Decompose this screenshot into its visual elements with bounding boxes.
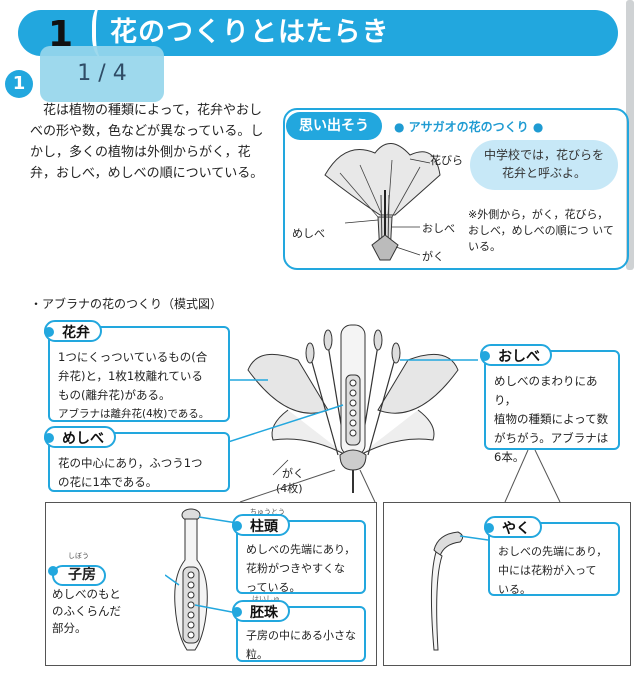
label-petal: 花びら [430, 154, 463, 167]
petal-line-2: 弁花)と，1枚1枚離れている [58, 369, 203, 383]
ovary-line-2: のふくらんだ [52, 604, 121, 618]
ovary-line-3: 部分。 [52, 621, 87, 635]
callout-stamen: めしべのまわりにあり， 植物の種類によって数 がちがう。アブラナは 6本。 [484, 350, 620, 464]
stamen-line-3: がちがう。アブラナは [494, 431, 609, 445]
stigma-line-3: っている。 [246, 581, 301, 594]
bubble-line-2: 花弁と呼ぶよ。 [501, 166, 586, 180]
tag-pistil: めしべ [44, 426, 116, 448]
tag-anther: やく [484, 516, 542, 538]
tag-pistil-dot [44, 433, 54, 443]
petal-line-3: もの(離弁花)がある。 [58, 388, 171, 402]
stigma-line-1: めしべの先端にあり， [246, 543, 356, 556]
label-pistil: めしべ [292, 227, 325, 240]
diagram-caption: ・アブラナの花のつくり（模式図） [30, 297, 223, 311]
stigma-line-2: 花粉がつきやすくな [246, 562, 345, 575]
ovary-line-1: めしべのもと [52, 587, 121, 601]
recall-speech-bubble: 中学校では，花びらを 花弁と呼ぶよ。 [470, 140, 618, 190]
intro-paragraph: 花は植物の種類によって，花弁やおしべの形や数，色などが異なっている。しかし，多く… [30, 103, 264, 181]
page-indicator: 1 / 4 [40, 46, 164, 102]
recall-box [283, 108, 629, 270]
stigma-ruby: ちゅうとう [250, 508, 285, 516]
ovule-line-2: 粒。 [246, 648, 268, 661]
recall-badge: 思い出そう [286, 112, 382, 140]
label-sepal: がく [422, 250, 444, 263]
anther-line-3: いる。 [498, 583, 531, 596]
stamen-line-4: 6本。 [494, 450, 525, 464]
morning-glory-illustration [324, 143, 441, 261]
tag-stigma: 柱頭 [232, 514, 290, 536]
pistil-detail-illustration [165, 508, 238, 651]
stamen-line-1: めしべのまわりにあり， [494, 374, 598, 407]
anther-line-1: おしべの先端にあり， [498, 545, 608, 558]
anther-line-2: 中には花粉が入って [498, 564, 597, 577]
petal-line-1: 1つにくっついているもの(合 [58, 350, 208, 364]
sepal-count: (4枚) [276, 482, 303, 495]
bubble-line-1: 中学校では，花びらを [483, 148, 604, 162]
ovule-line-1: 子房の中にある小さな [246, 629, 356, 642]
recall-note: ※外側から，がく，花びら，おしべ，めしべの順につ いている。 [468, 208, 614, 253]
petal-line-4: アブラナは離弁花(4枚)である。 [58, 408, 210, 420]
pistil-line-2: の花に1本である。 [58, 475, 158, 489]
pistil-line-1: 花の中心にあり，ふつう1つ [58, 456, 203, 470]
tag-stamen-dot [480, 351, 490, 361]
label-stamen: おしべ [422, 222, 455, 235]
stamen-detail-illustration [430, 531, 489, 651]
scrollbar[interactable] [626, 0, 634, 270]
section-number: 1 [5, 70, 33, 98]
rapeseed-flower-illustration [228, 324, 478, 493]
tag-anther-dot [484, 523, 494, 533]
callout-petal: 1つにくっついているもの(合 弁花)と，1枚1枚離れている もの(離弁花)がある… [48, 326, 230, 422]
tag-ovule-dot [232, 607, 242, 617]
stamen-line-2: 植物の種類によって数 [494, 412, 609, 426]
tag-stigma-dot [232, 521, 242, 531]
tag-petal-dot [44, 327, 54, 337]
sepal-label: がく [282, 467, 304, 480]
recall-title: ● アサガオの花のつくり ● [394, 120, 544, 134]
header-decoration [92, 4, 116, 58]
tag-ovary-dot [48, 566, 58, 576]
chapter-title: 花のつくりとはたらき [110, 17, 390, 48]
tag-ovary: 子房 [52, 565, 106, 586]
tag-stamen: おしべ [480, 344, 552, 366]
callout-pistil: 花の中心にあり，ふつう1つ の花に1本である。 [48, 432, 230, 492]
ovary-ruby: しぼう [68, 552, 89, 560]
ovule-ruby: はいしゅ [252, 595, 280, 603]
callout-ovary: しぼう 子房 めしべのもと のふくらんだ 部分。 [52, 548, 162, 635]
